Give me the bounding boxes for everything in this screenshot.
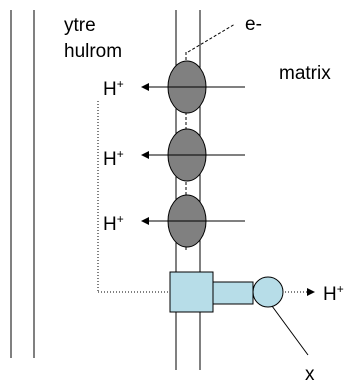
matrix-label: matrix — [279, 63, 331, 84]
electron-transport-complex-3: H+ — [103, 194, 245, 248]
atp-synthase-stalk — [212, 281, 254, 305]
electron-transport-complex-2: H+ — [103, 128, 245, 182]
proton-return-path — [97, 101, 315, 296]
atp-synthase-head — [252, 276, 284, 308]
electron-path-diagonal — [187, 23, 236, 53]
x-label: x — [305, 364, 315, 385]
atp-synthase-membrane-part — [169, 271, 214, 313]
x-pointer-line — [271, 305, 309, 356]
outer-space-label-line2: hulrom — [64, 41, 122, 62]
outer-membrane — [10, 10, 35, 358]
proton-label-matrix: H+ — [323, 282, 344, 305]
proton-label-2: H+ — [103, 147, 124, 170]
electron-transport-complex-1: H+ — [103, 60, 245, 114]
atp-synthase — [169, 271, 284, 313]
proton-label-1: H+ — [103, 77, 124, 100]
outer-space-label-line1: ytre — [64, 15, 96, 36]
electron-label: e- — [245, 14, 262, 35]
proton-label-3: H+ — [103, 212, 124, 235]
